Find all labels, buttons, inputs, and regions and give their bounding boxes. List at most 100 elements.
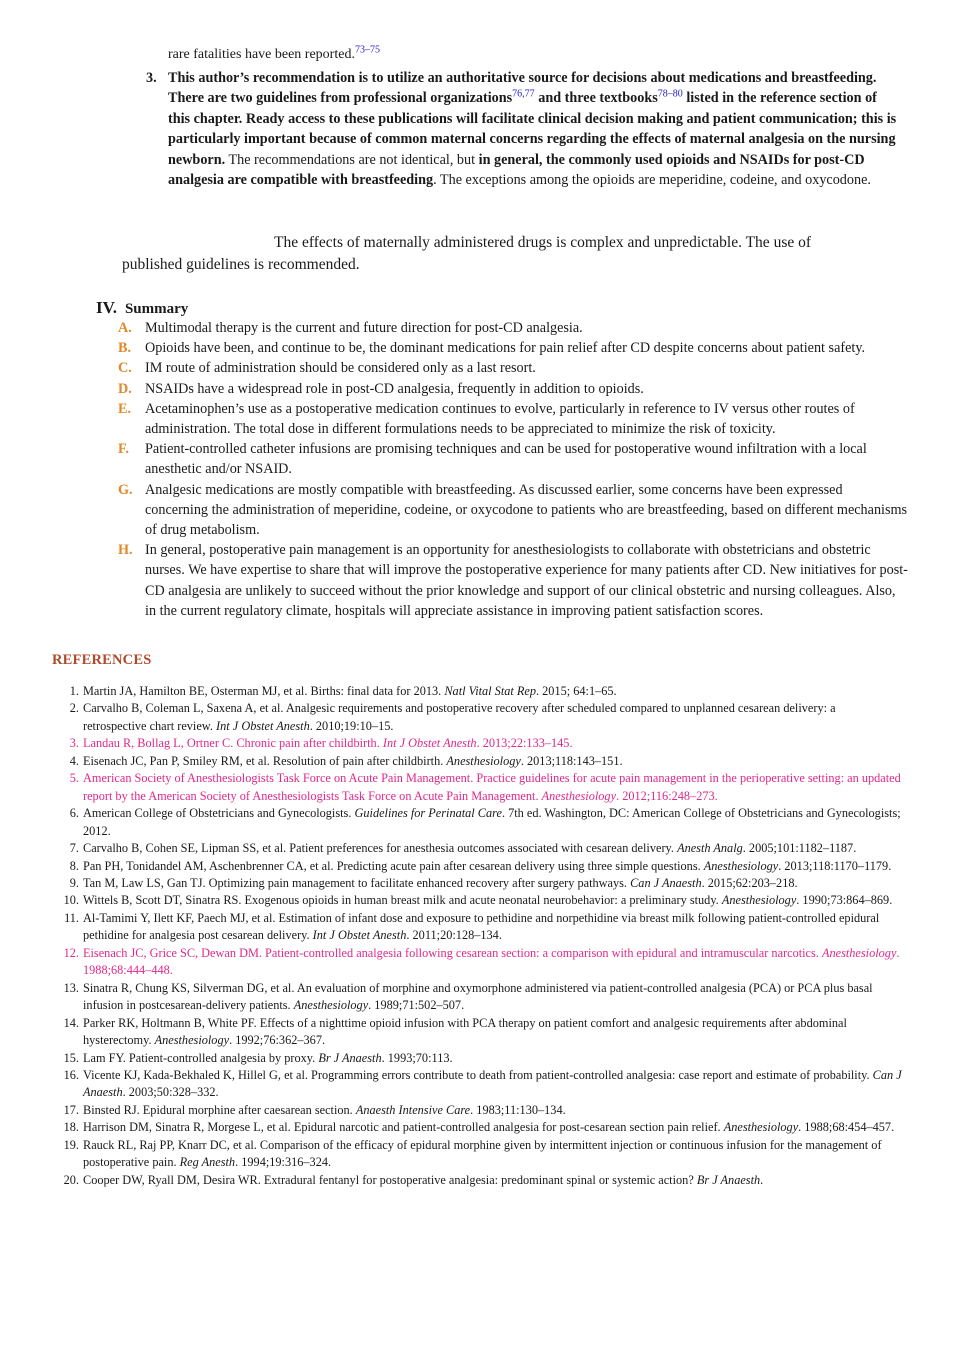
reference-citation: . <box>760 1172 764 1187</box>
plain-text: . The exceptions among the opioids are m… <box>433 172 871 189</box>
reference-journal: Anesthesiology <box>154 1033 230 1048</box>
section-number: IV. <box>96 298 117 317</box>
reference-text: Cooper DW, Ryall DM, Desira WR. Extradur… <box>83 1172 697 1187</box>
reference-text: Parker RK, Holtmann B, White PF. Effects… <box>83 1015 847 1048</box>
summary-item: A. Multimodal therapy is the current and … <box>118 318 908 338</box>
reference-number: 14. <box>63 1015 79 1030</box>
reference-number: 13. <box>63 980 79 995</box>
reference-item: 10.Wittels B, Scott DT, Sinatra RS. Exog… <box>62 892 902 909</box>
reference-citation: . 1993;70:113. <box>381 1050 453 1065</box>
reference-journal: Anesthesiology <box>293 998 369 1013</box>
summary-letter: A. <box>118 320 132 336</box>
citation-link[interactable]: 73–75 <box>354 44 380 56</box>
summary-text: Acetaminophen’s use as a postoperative m… <box>145 400 855 438</box>
bold-text: in general, the commonly used opioids an… <box>168 151 865 189</box>
reference-item: 13. Sinatra R, Chung KS, Silverman DG, et… <box>62 980 902 1015</box>
summary-item: F.Patient-controlled catheter infusions … <box>118 439 908 479</box>
reference-journal: Int J Obstet Anesth <box>382 736 477 751</box>
reference-number: 4. <box>69 753 79 768</box>
summary-item: D.NSAIDs have a widespread role in post-… <box>118 379 908 399</box>
reference-citation: . 7th ed. Washington, DC: American Colle… <box>83 806 901 838</box>
reference-item: 11.Al-Tamimi Y, Ilett KF, Paech MJ, et a… <box>62 910 902 945</box>
reference-text: Landau R, Bollag L, Ortner C. Chronic pa… <box>83 736 383 751</box>
summary-item: C.IM route of administration should be c… <box>118 358 908 378</box>
reference-journal: Guidelines for Perinatal Care <box>354 806 502 821</box>
reference-citation: . 2012;116:248–273. <box>616 788 718 803</box>
summary-letter: B. <box>118 340 132 357</box>
reference-citation: . 2013;118:1170–1179. <box>778 858 892 873</box>
summary-text: Multimodal therapy is the current and fu… <box>145 320 583 336</box>
pull-quote: The effects of maternally administered d… <box>122 232 862 275</box>
summary-item: H.In general, postoperative pain managem… <box>118 540 908 621</box>
reference-citation: . 2015; 64:1–65. <box>536 684 617 698</box>
reference-item: 14. Parker RK, Holtmann B, White PF. Effe… <box>62 1015 902 1050</box>
summary-text: Patient-controlled catheter infusions ar… <box>145 441 867 478</box>
summary-letter: G. <box>118 481 133 498</box>
reference-text: Pan PH, Tonidandel AM, Aschenbrenner CA,… <box>83 858 704 873</box>
reference-number: 3. <box>69 736 79 751</box>
pull-quote-line: The effects of maternally administered d… <box>274 234 812 251</box>
reference-item: 8. Pan PH, Tonidandel AM, Aschenbrenner C… <box>62 858 902 875</box>
reference-journal: Anaesth Intensive Care <box>355 1102 471 1117</box>
references-heading: REFERENCES <box>52 652 152 668</box>
reference-citation: . 2003;50:328–332. <box>122 1085 219 1100</box>
reference-text: Vicente KJ, Kada-Bekhaled K, Hillel G, e… <box>83 1067 873 1082</box>
reference-item: 19. Rauck RL, Raj PP, Knarr DC, et al. Co… <box>62 1137 902 1172</box>
reference-journal: Anesthesiology <box>721 893 797 908</box>
reference-item: 18. Harrison DM, Sinatra R, Morgese L, et… <box>62 1119 902 1136</box>
bold-text: This author’s recommendation is to utili… <box>168 70 877 107</box>
list-item-3: 3. This author’s recommendation is to ut… <box>146 68 898 190</box>
reference-text: American College of Obstetricians and Gy… <box>83 806 355 821</box>
reference-citation: . 1983;11:130–134. <box>470 1102 566 1117</box>
reference-journal: Anesth Analg <box>677 841 743 856</box>
reference-journal: Anesthesiology <box>723 1120 799 1135</box>
reference-text: Wittels B, Scott DT, Sinatra RS. Exogeno… <box>83 893 722 908</box>
reference-citation: . 1992;76:362–367. <box>229 1033 326 1048</box>
reference-citation: . 2010;19:10–15. <box>309 718 394 733</box>
reference-number: 1. <box>69 684 79 698</box>
reference-number: 16. <box>63 1067 79 1082</box>
bold-text: and three textbooks <box>534 90 658 107</box>
reference-journal: Anesthesiology <box>541 788 617 803</box>
reference-citation: . 1994;19:316–324. <box>235 1155 332 1170</box>
summary-list: A. Multimodal therapy is the current and … <box>118 318 908 621</box>
bold-text: listed in the reference section of this … <box>168 90 897 168</box>
reference-item[interactable]: 5.American Society of Anesthesiologists … <box>62 770 902 805</box>
reference-item[interactable]: 12. Eisenach JC, Grice SC, Dewan DM. Pati… <box>62 945 902 980</box>
reference-citation: . 2011;20:128–134. <box>406 928 502 943</box>
reference-citation: . 2015;62:203–218. <box>701 875 798 890</box>
reference-item: 16. Vicente KJ, Kada-Bekhaled K, Hillel G… <box>62 1067 902 1102</box>
reference-text: Martin JA, Hamilton BE, Osterman MJ, et … <box>83 684 445 698</box>
reference-text: American Society of Anesthesiologists Ta… <box>83 771 901 803</box>
reference-number: 2. <box>69 701 79 716</box>
reference-text: Sinatra R, Chung KS, Silverman DG, et al… <box>83 980 873 1013</box>
reference-citation: . 1989;71:502–507. <box>368 998 465 1013</box>
reference-number: 18. <box>63 1120 79 1135</box>
reference-journal: Reg Anesth <box>179 1155 236 1170</box>
summary-item: E.Acetaminophen’s use as a postoperative… <box>118 399 908 439</box>
reference-number: 20. <box>63 1172 79 1187</box>
reference-text: Tan M, Law LS, Gan TJ. Optimizing pain m… <box>83 875 631 890</box>
summary-letter: H. <box>118 542 133 559</box>
reference-text: Eisenach JC, Grice SC, Dewan DM. Patient… <box>83 945 822 960</box>
reference-citation: . 1988;68:454–457. <box>798 1120 895 1135</box>
reference-number: 19. <box>63 1137 79 1152</box>
citation-link[interactable]: 78–80 <box>657 88 683 100</box>
reference-journal: Can J Anaesth <box>83 1067 902 1100</box>
reference-citation: . 2013;22:133–145. <box>476 736 573 751</box>
reference-item: 9.Tan M, Law LS, Gan TJ. Optimizing pain… <box>62 875 902 892</box>
reference-text: Harrison DM, Sinatra R, Morgese L, et al… <box>83 1120 724 1135</box>
reference-journal: Br J Anaesth <box>318 1050 382 1065</box>
reference-journal: Int J Obstet Anesth <box>216 718 310 733</box>
summary-text: NSAIDs have a widespread role in post-CD… <box>145 380 644 397</box>
reference-item[interactable]: 3. Landau R, Bollag L, Ortner C. Chronic … <box>62 735 902 752</box>
reference-number: 8. <box>69 858 79 873</box>
reference-citation: . 1990;73:864–869. <box>796 893 893 908</box>
reference-text: Rauck RL, Raj PP, Knarr DC, et al. Compa… <box>83 1137 882 1170</box>
summary-letter: C. <box>118 360 132 377</box>
reference-number: 12. <box>63 945 79 960</box>
reference-citation: . 2005;101:1182–1187. <box>742 841 857 856</box>
citation-link[interactable]: 76,77 <box>512 88 535 100</box>
summary-item: B.Opioids have been, and continue to be,… <box>118 338 908 358</box>
list-item-body: This author’s recommendation is to utili… <box>168 68 898 190</box>
